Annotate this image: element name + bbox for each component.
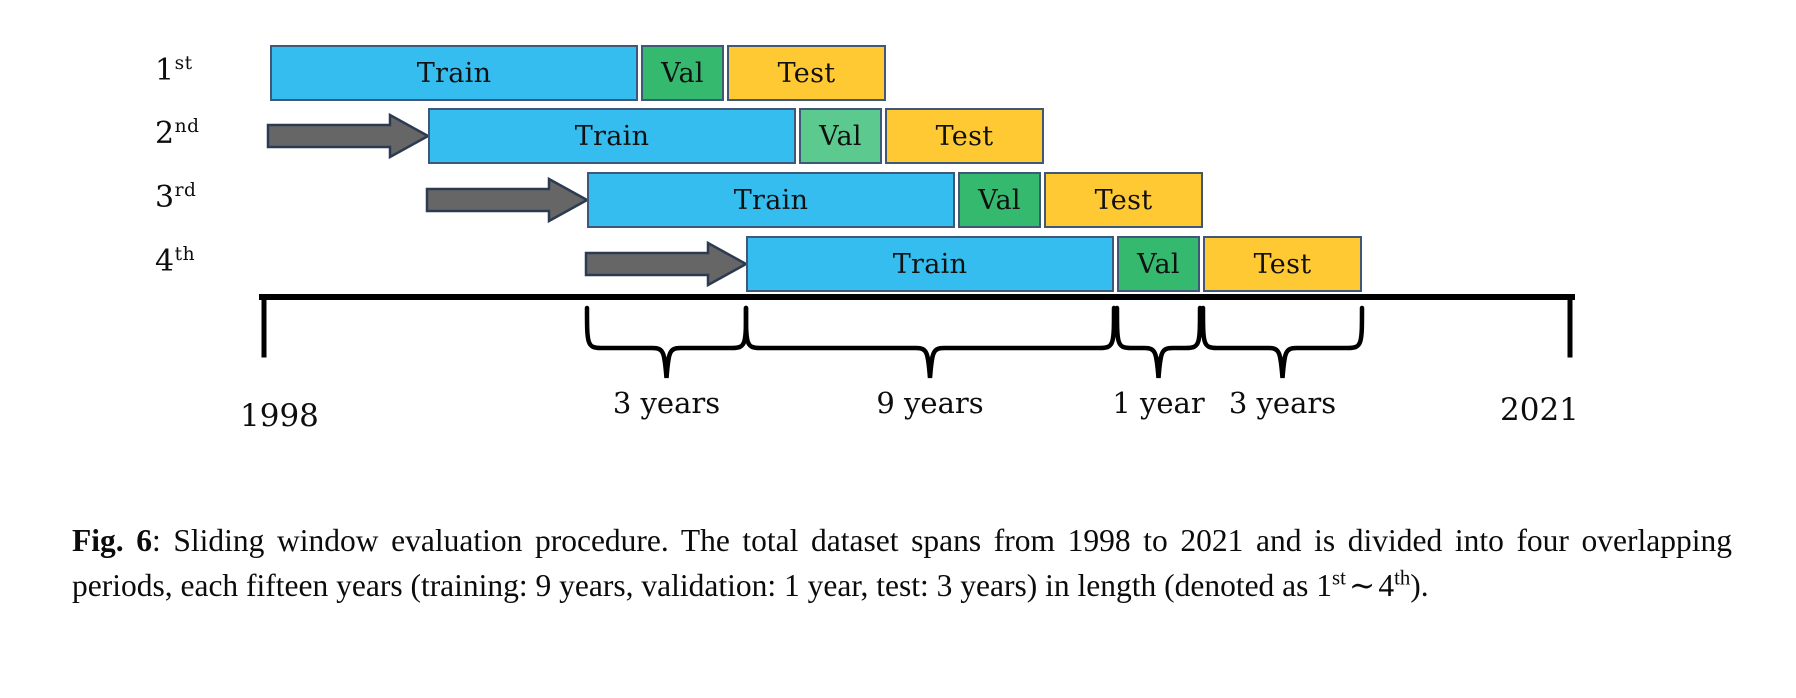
segment-test-row-4: Test: [1203, 236, 1362, 292]
row-label-suffix: th: [174, 244, 196, 265]
row-label-3rd: 3rd: [155, 180, 196, 215]
segment-val-row-2: Val: [799, 108, 882, 164]
caption-tilde: ∼: [1348, 568, 1376, 604]
slide-arrow-row-2: [266, 112, 430, 160]
axis-start-year: 1998: [240, 398, 319, 434]
row-label-2nd: 2nd: [155, 116, 199, 151]
brace-nine-years-train: [743, 305, 1117, 379]
row-label-number: 4: [155, 244, 175, 279]
row-label-number: 3: [155, 180, 175, 215]
slide-arrow-row-4: [584, 240, 748, 288]
row-label-number: 1: [155, 53, 175, 88]
caption-ordinal-first-number: 1: [1316, 568, 1333, 603]
segment-val-row-1: Val: [641, 45, 724, 101]
segment-val-row-4: Val: [1117, 236, 1200, 292]
caption-ordinal-last-number: 4: [1378, 568, 1395, 603]
caption-ordinal-first-suffix: st: [1332, 566, 1346, 590]
caption-separator: :: [152, 523, 174, 558]
segment-test-row-1: Test: [727, 45, 886, 101]
span-label-one-year-validation: 1 year: [1112, 386, 1205, 420]
row-label-suffix: rd: [174, 180, 197, 201]
caption-figure-label: Fig. 6: [72, 523, 152, 558]
caption-body: Sliding window evaluation procedure. The…: [72, 523, 1732, 603]
segment-test-row-2: Test: [885, 108, 1044, 164]
span-label-three-years-test: 3 years: [1228, 386, 1337, 420]
span-label-three-years-train-offset: 3 years: [612, 386, 721, 420]
segment-val-row-3: Val: [958, 172, 1041, 228]
figure-caption: Fig. 6: Sliding window evaluation proced…: [72, 518, 1732, 609]
segment-test-row-3: Test: [1044, 172, 1203, 228]
caption-tail: ).: [1410, 568, 1429, 603]
row-label-suffix: nd: [174, 116, 200, 137]
segment-train-row-4: Train: [746, 236, 1114, 292]
row-label-4th: 4th: [155, 244, 195, 279]
span-label-nine-years-train: 9 years: [876, 386, 984, 420]
segment-train-row-2: Train: [428, 108, 796, 164]
row-label-1st: 1st: [155, 53, 193, 88]
row-label-number: 2: [155, 116, 175, 151]
brace-one-year-validation: [1114, 305, 1203, 379]
caption-ordinal-last-suffix: th: [1394, 566, 1411, 590]
segment-train-row-3: Train: [587, 172, 955, 228]
slide-arrow-row-3: [425, 176, 589, 224]
segment-train-row-1: Train: [270, 45, 638, 101]
axis-end-year: 2021: [1500, 392, 1579, 428]
caption-ordinal-first: 1st: [1316, 568, 1346, 603]
row-label-suffix: st: [174, 53, 193, 74]
brace-three-years-test: [1200, 305, 1365, 379]
caption-ordinal-last: 4th: [1378, 568, 1410, 603]
brace-three-years-train-offset: [584, 305, 749, 379]
